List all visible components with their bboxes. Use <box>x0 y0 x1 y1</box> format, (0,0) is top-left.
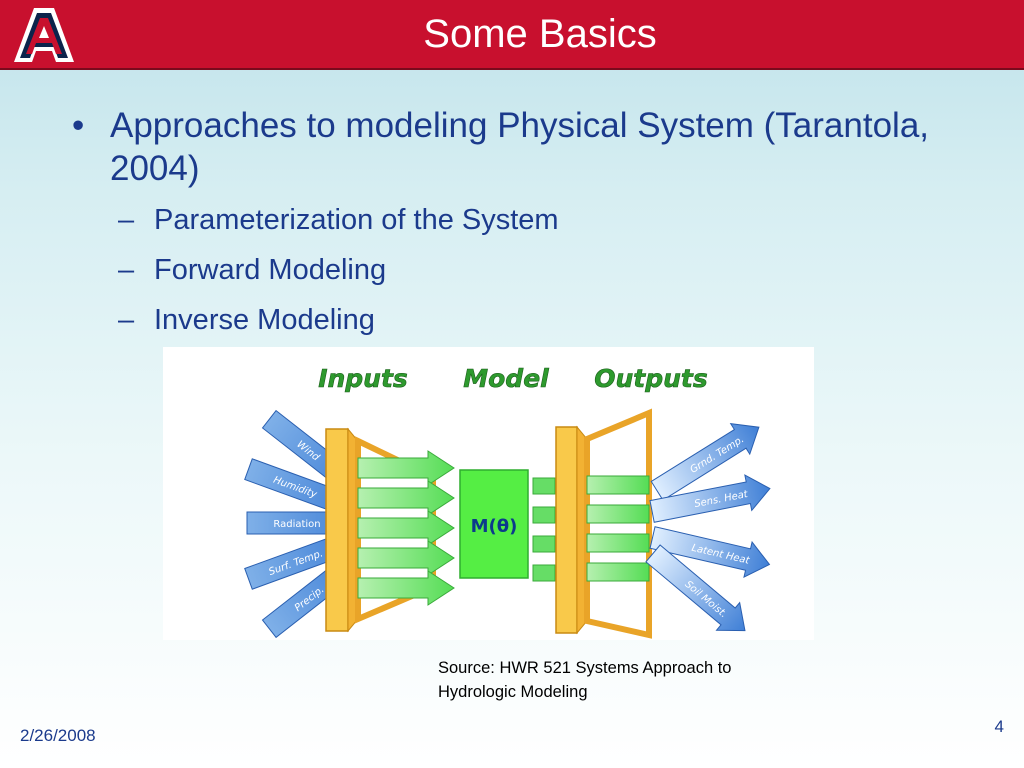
bullet-item: • Approaches to modeling Physical System… <box>72 104 972 190</box>
figure-source-caption: Source: HWR 521 Systems Approach to Hydr… <box>438 656 818 704</box>
header-model: Model <box>463 364 549 393</box>
header-inputs: Inputs <box>318 364 408 393</box>
sub-bullet-text: Inverse Modeling <box>154 304 375 336</box>
output-tabs <box>532 477 556 582</box>
model-box <box>459 469 529 579</box>
title-bar: Some Basics <box>0 0 1024 70</box>
output-tab-2 <box>532 506 556 524</box>
slide-number: 4 <box>994 717 1004 736</box>
slide-title: Some Basics <box>423 12 657 56</box>
sub-bullet-text: Parameterization of the System <box>154 204 559 236</box>
output-arrow-sens-heat: Sens. Heat <box>649 474 771 523</box>
sub-bullet-glyph: – <box>118 254 135 286</box>
source-line-1: Source: HWR 521 Systems Approach to <box>438 659 732 677</box>
flow-arrow-1 <box>357 450 455 486</box>
bullet-glyph: • <box>72 106 85 145</box>
slide-date: 2/26/2008 <box>20 726 96 745</box>
output-tab-3 <box>532 535 556 553</box>
output-flow-bar-3 <box>586 533 650 553</box>
flow-arrow-2 <box>357 480 455 516</box>
sub-bullet-item: – Forward Modeling <box>72 245 972 295</box>
output-flow-bars <box>586 475 650 582</box>
model-diagram-figure: Inputs Model Outputs Wind Humidity Radia… <box>163 347 814 640</box>
sub-bullet-item: – Inverse Modeling <box>72 295 972 345</box>
input-flow-arrows <box>357 450 455 606</box>
sub-bullet-glyph: – <box>118 304 135 336</box>
input-label-radiation: Radiation <box>273 519 320 530</box>
output-flow-bar-2 <box>586 504 650 524</box>
output-flow-bar-4 <box>586 562 650 582</box>
model-diagram: Inputs Model Outputs Wind Humidity Radia… <box>244 364 771 639</box>
bullet-text: Approaches to modeling Physical System (… <box>110 106 930 188</box>
output-funnel <box>555 408 652 639</box>
sub-bullet-glyph: – <box>118 204 135 236</box>
header-outputs: Outputs <box>594 364 708 393</box>
output-flow-bar-1 <box>586 475 650 495</box>
output-tab-1 <box>532 477 556 495</box>
bullet-list: • Approaches to modeling Physical System… <box>72 104 972 345</box>
university-logo <box>14 8 74 62</box>
flow-arrow-5 <box>357 570 455 606</box>
sub-bullet-text: Forward Modeling <box>154 254 387 286</box>
output-tab-4 <box>532 564 556 582</box>
flow-arrow-4 <box>357 540 455 576</box>
source-line-2: Hydrologic Modeling <box>438 683 588 701</box>
sub-bullet-item: – Parameterization of the System <box>72 195 972 245</box>
flow-arrow-3 <box>357 510 455 546</box>
sub-bullet-list: – Parameterization of the System – Forwa… <box>72 195 972 345</box>
model-label: M(θ) <box>471 516 518 537</box>
